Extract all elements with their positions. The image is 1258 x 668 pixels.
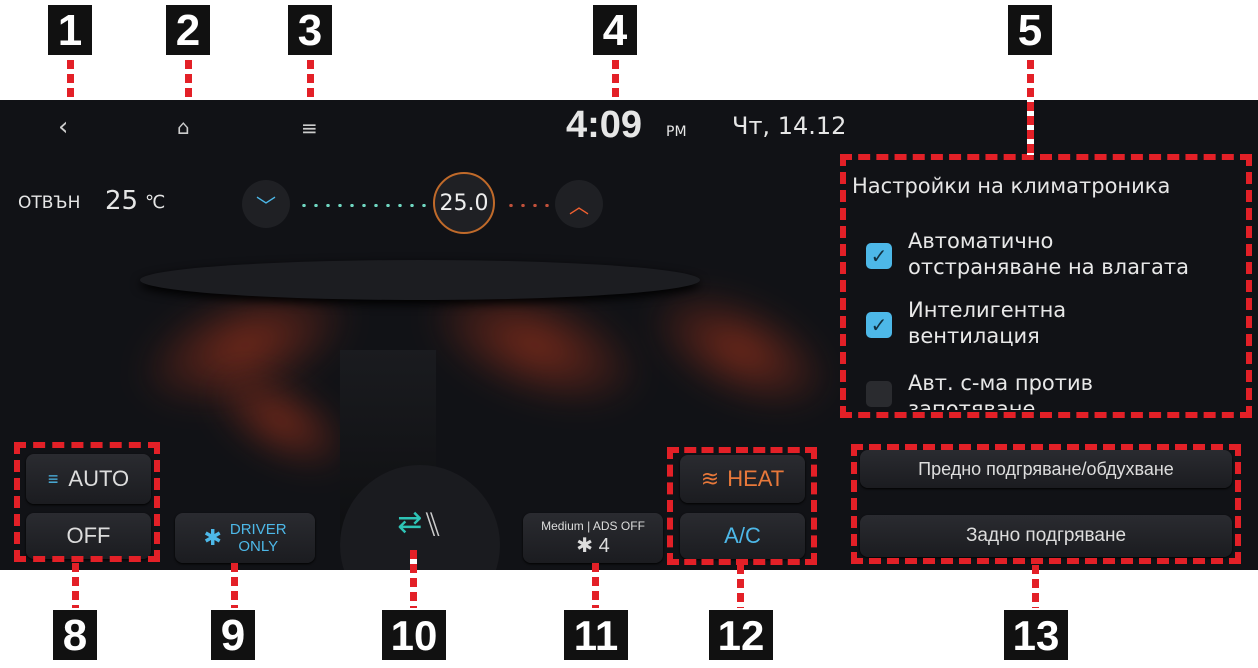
fan-speed-button[interactable]: Medium | ADS OFF✱ 4 [523,513,663,563]
back-icon[interactable]: ‹ [58,112,69,142]
airflow-arrows-icon: ⇄ [397,505,423,540]
seat-icon: ⑊ [422,505,443,545]
temp-scale-cool [298,204,428,207]
callout-line [410,550,417,608]
clock-ampm: PM [666,124,687,140]
dashboard-graphic [140,260,700,300]
callout-box-12 [667,447,817,565]
checkbox-auto-defog[interactable]: ✓ [866,381,892,407]
callout-5: 5 [1008,5,1052,55]
chevron-up-icon: ︿ [569,193,589,218]
clock-time: 4:09 [566,104,643,146]
outside-temp: 25 [105,186,139,216]
temp-up-button[interactable]: ︿ [555,180,603,228]
airflow-mode-button[interactable]: ⇄⑊ [340,465,500,570]
chevron-down-icon: ﹀ [256,193,276,218]
callout-12: 12 [709,610,773,660]
driver-only-line: ONLY [238,538,279,555]
outside-label: ОТВЪН [18,193,81,213]
callout-line [185,60,192,105]
callout-box-8 [14,442,160,562]
callout-9: 9 [211,610,255,660]
checkbox-smart-ventilation[interactable]: ✓ [866,312,892,338]
callout-8: 8 [53,610,97,660]
callout-line [67,60,74,105]
heat-icon: ≋ [700,466,720,491]
auto-level-icon: ≡ [47,468,59,489]
callout-line [231,563,238,608]
callout-line [307,60,314,105]
callout-line [592,563,599,608]
setting-line: Автоматично [908,229,1054,253]
off-button[interactable]: OFF [26,513,151,559]
setting-line: Интелигентна [908,298,1067,322]
callout-box-13 [851,444,1241,564]
heat-label: HEAT [727,466,785,491]
setting-label: Авт. с-ма против запотяване [908,370,1093,410]
callout-3: 3 [288,5,332,55]
temp-down-button[interactable]: ﹀ [242,180,290,228]
callout-line [72,563,79,608]
callout-line [1027,60,1034,155]
climate-screen [0,100,1258,570]
fan-mode: Medium [541,518,584,533]
heat-button[interactable]: ≋ HEAT [680,455,805,503]
ads-status: ADS OFF [592,518,645,533]
setting-line: отстраняване на влагата [908,255,1189,279]
callout-line [1032,565,1039,608]
fan-speed-value: 4 [598,534,610,557]
callout-2: 2 [166,5,210,55]
callout-line [737,565,744,608]
callout-10: 10 [382,610,446,660]
fan-icon: ✱ [203,525,222,550]
setting-line: Авт. с-ма против [908,371,1094,395]
home-icon[interactable]: ⌂ [177,115,190,139]
auto-label: AUTO [68,466,130,491]
setting-line: вентилация [908,324,1040,348]
auto-button[interactable]: ≡ AUTO [26,454,151,504]
outside-unit: ℃ [145,192,166,213]
front-defrost-button[interactable]: Предно подгряване/обдухване [860,450,1232,488]
callout-box-5 [840,154,1252,418]
driver-only-line: DRIVER [229,521,287,538]
callout-11: 11 [564,610,628,660]
temp-scale-warm [505,204,550,207]
fan-icon: ✱ [576,534,594,557]
callout-4: 4 [593,5,637,55]
ac-button[interactable]: A/C [680,513,805,559]
callout-1: 1 [48,5,92,55]
checkbox-dehumidify[interactable]: ✓ [866,243,892,269]
temp-value: 25.0 [433,172,495,234]
setting-line: запотяване [908,397,1036,410]
callout-13: 13 [1004,610,1068,660]
callout-line [612,60,619,105]
settings-title: Настройки на климатроника [852,174,1171,198]
menu-icon[interactable]: ≡ [301,116,318,140]
date: Чт, 14.12 [732,112,847,140]
rear-defrost-button[interactable]: Задно подгряване [860,515,1232,557]
